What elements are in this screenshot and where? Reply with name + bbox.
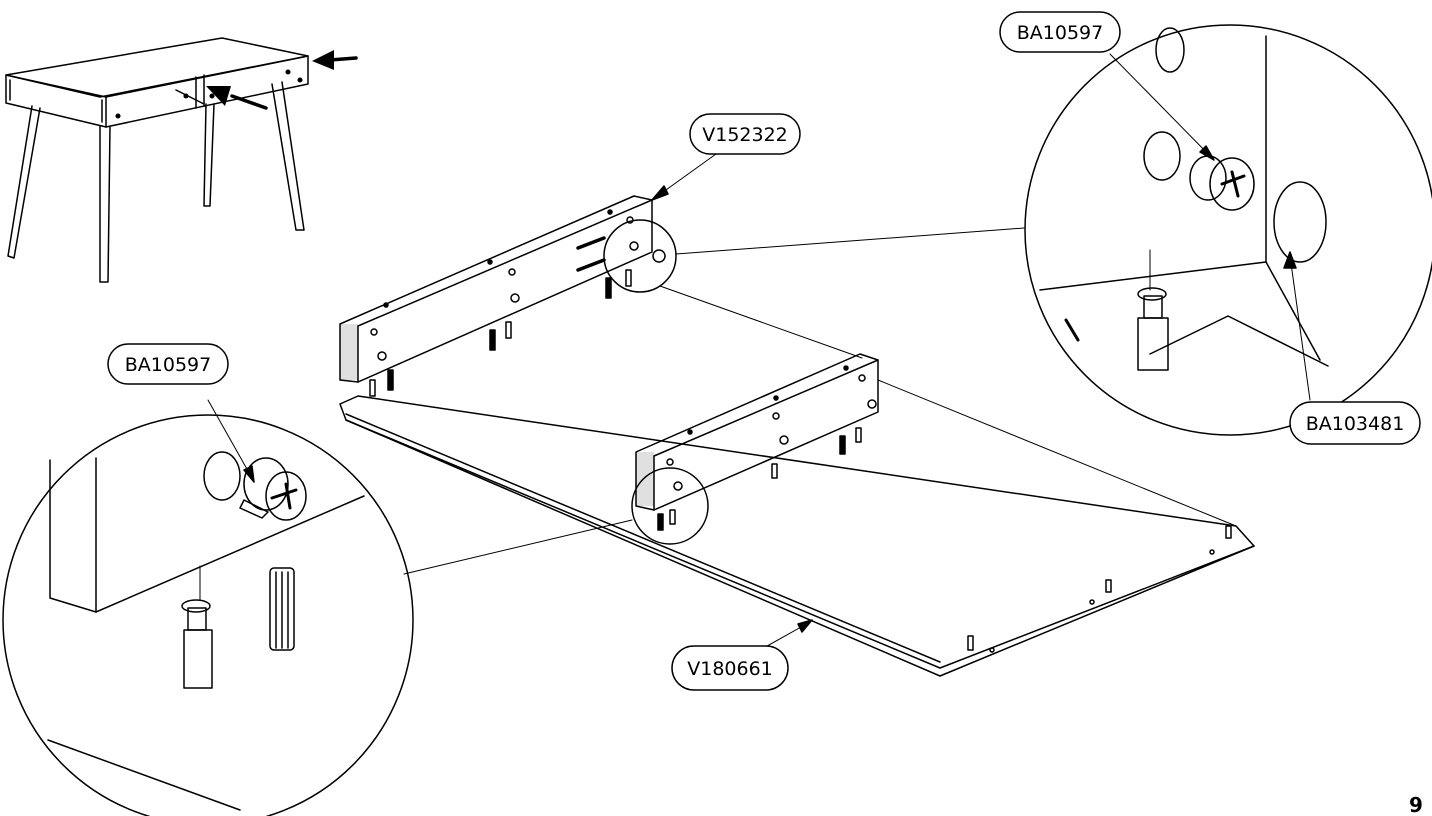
- label-top-panel: V180661: [671, 645, 789, 691]
- detail-marker-top: [603, 219, 677, 293]
- detail-marker-left: [631, 467, 709, 545]
- cam-bolt-icon-left: [181, 565, 213, 689]
- cover-cap-icon: [1273, 181, 1327, 263]
- label-cam-lock-left: BA10597: [107, 343, 229, 385]
- label-cam-lock-top: BA10597: [999, 11, 1121, 53]
- svg-text:BA10597: BA10597: [125, 354, 211, 376]
- detail-view-left: [2, 399, 414, 816]
- label-side-rail: V152322: [689, 113, 801, 155]
- back-rail: [339, 195, 666, 397]
- svg-text:BA103481: BA103481: [1306, 413, 1405, 435]
- detail-view-right: [1024, 24, 1432, 436]
- svg-text:V152322: V152322: [702, 124, 788, 146]
- cam-bolt-icon: [1137, 249, 1169, 371]
- cam-lock-icon-left: [239, 457, 307, 521]
- guide-lines: [403, 227, 1237, 575]
- top-panel: [339, 395, 1255, 677]
- front-rail: [635, 353, 879, 531]
- page-number: 9: [1409, 793, 1423, 816]
- svg-text:BA10597: BA10597: [1017, 22, 1103, 44]
- cam-lock-icon: [1189, 155, 1255, 211]
- arrow-right-icon: [312, 50, 358, 70]
- svg-text:V180661: V180661: [687, 658, 773, 680]
- desk-overview: [5, 37, 358, 283]
- dowel-icon: [269, 567, 295, 651]
- label-cover-cap: BA103481: [1289, 401, 1421, 445]
- arrow-middle-icon: [206, 86, 268, 110]
